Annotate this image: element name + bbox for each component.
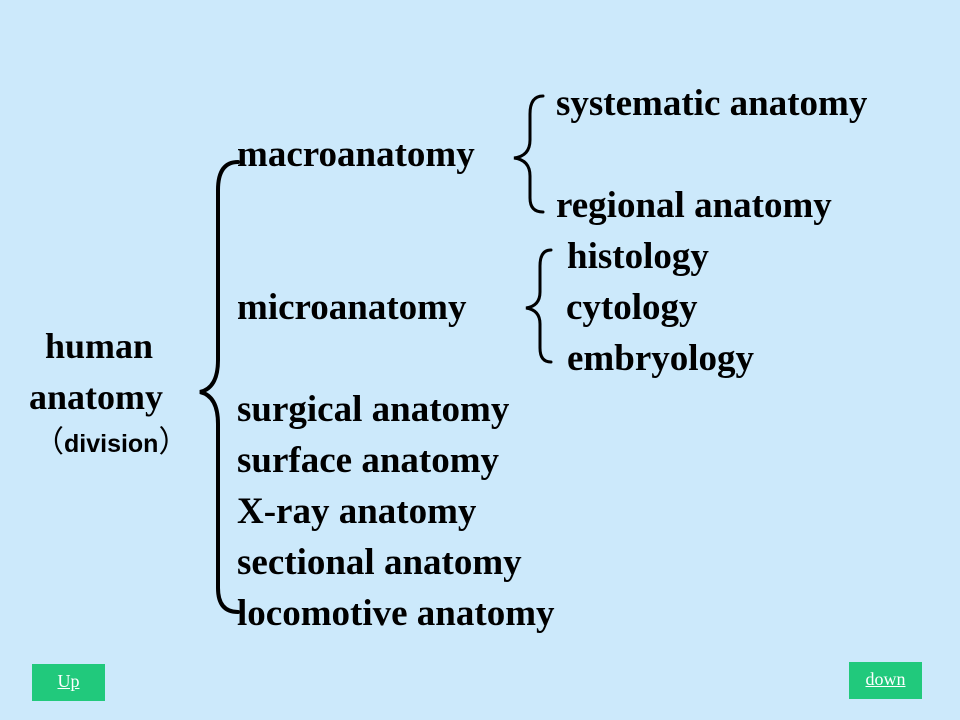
main-brace (199, 160, 240, 614)
division-close-paren: ） (158, 426, 189, 459)
surface-anatomy: surface anatomy (237, 440, 500, 481)
microanatomy-label: microanatomy (237, 287, 467, 328)
systematic-anatomy: systematic anatomy (556, 83, 868, 124)
locomotive-anatomy: locomotive anatomy (237, 593, 555, 634)
sectional-anatomy: sectional anatomy (237, 542, 522, 583)
division-note: （division） (34, 428, 188, 458)
macro-brace (513, 94, 545, 214)
embryology: embryology (567, 338, 755, 379)
down-button[interactable]: down (849, 662, 922, 699)
histology: histology (567, 236, 709, 277)
division-open-paren: （ (34, 426, 64, 459)
up-button[interactable]: Up (32, 664, 105, 701)
surgical-anatomy: surgical anatomy (237, 389, 510, 430)
macroanatomy-label: macroanatomy (237, 134, 475, 175)
micro-brace (525, 248, 553, 364)
x-ray-anatomy: X-ray anatomy (237, 491, 477, 532)
cytology: cytology (566, 287, 698, 328)
division-text: division (64, 430, 159, 458)
root-label-line1: human (45, 326, 154, 366)
regional-anatomy: regional anatomy (556, 185, 832, 226)
root-label-line2: anatomy (29, 377, 163, 417)
